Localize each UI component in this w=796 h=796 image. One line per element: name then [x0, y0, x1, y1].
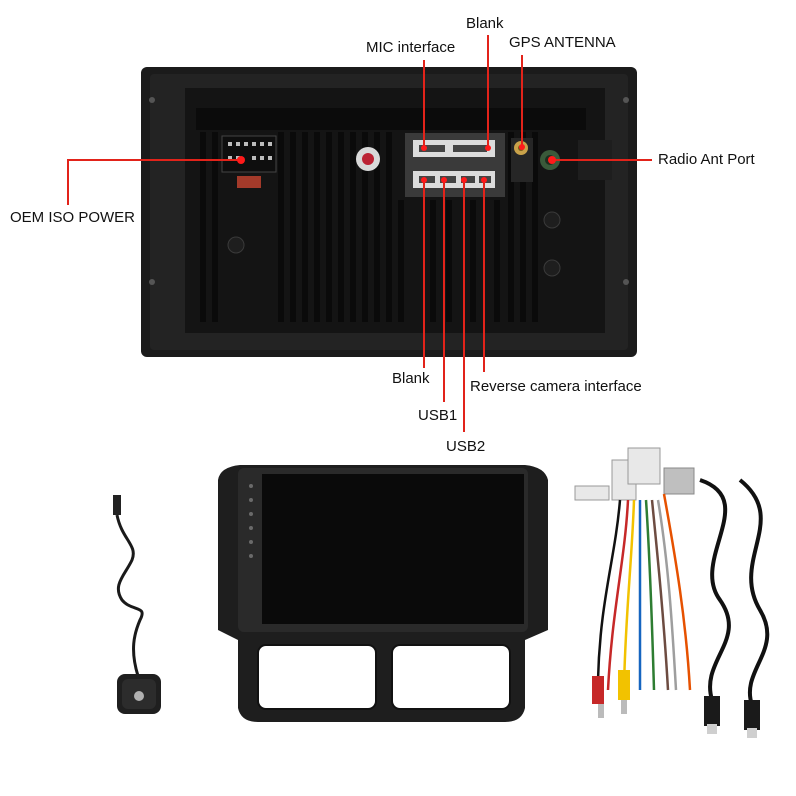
callout-dots: [237, 144, 556, 183]
label-blank-top: Blank: [466, 15, 504, 32]
label-blank-bottom: Blank: [392, 370, 430, 387]
label-oem-iso-power: OEM ISO POWER: [10, 209, 136, 226]
label-usb1: USB1: [418, 407, 458, 424]
head-unit-rear: [141, 67, 637, 357]
label-mic-interface: MIC interface: [366, 39, 456, 56]
callout-lines: [67, 35, 652, 432]
callout-line-oem-iso-power: [67, 159, 241, 205]
head-unit-front: [218, 465, 548, 722]
label-reverse-camera-interface: Reverse camera interface: [470, 378, 642, 395]
wiring-harness-icon: [574, 447, 770, 738]
label-radio-ant-port: Radio Ant Port: [658, 151, 755, 168]
gps-antenna-icon: [113, 495, 161, 714]
label-gps-antenna: GPS ANTENNA: [509, 34, 616, 51]
label-usb2: USB2: [446, 438, 486, 455]
